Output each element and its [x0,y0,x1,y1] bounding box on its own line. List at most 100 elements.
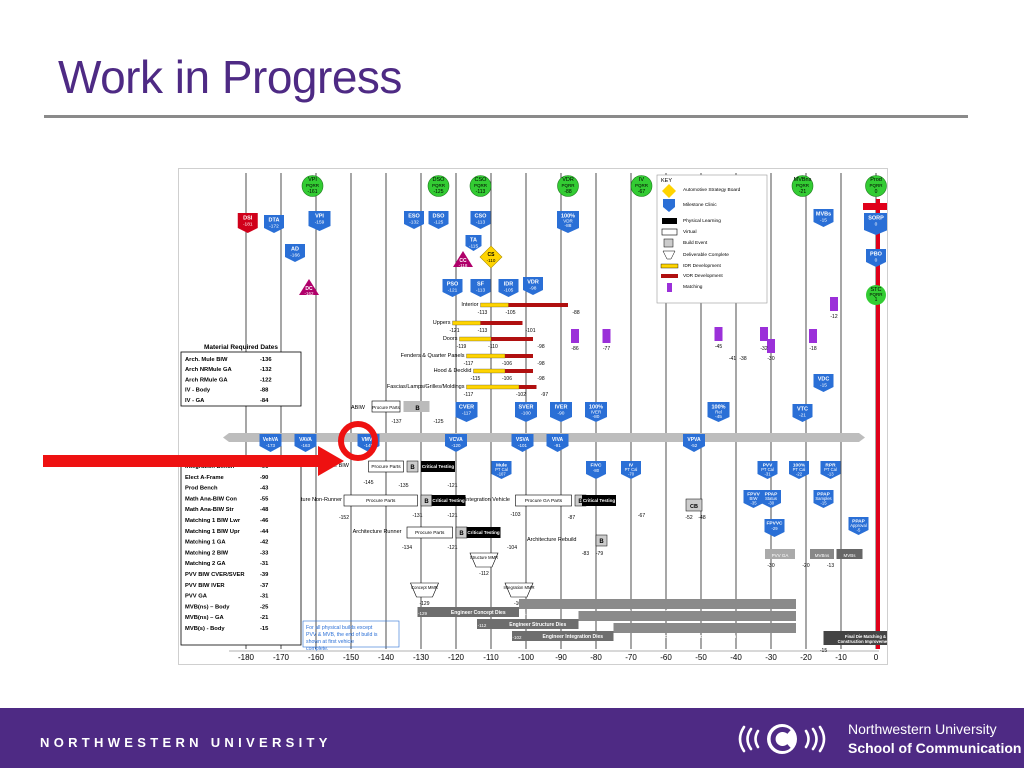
mule-marker [764,519,785,537]
mvbs-box [836,549,863,559]
deliverable-value: -129 [419,601,429,607]
mule-value: -13 [827,472,834,477]
mule-label: FPVVC [767,521,784,527]
mule-sub: PT Cal [824,467,837,472]
deliverable-trapezoid [504,582,534,598]
material-value: -122 [260,377,272,383]
gateway-value: -115 [469,244,479,250]
material-name: Math Ana-BIW Str [185,507,234,513]
pqrr-circle [427,175,450,197]
key-item-label: IDR Development [683,263,722,269]
gateway-value: -113 [476,288,486,294]
gateway-label: SVER [519,405,534,411]
procure-label: Procure Parts [371,464,401,470]
triangle-value: -162 [304,291,314,296]
material-name: Math Ana-BIW Con [185,496,237,502]
pqrr-sub: PQRR [635,183,649,188]
subsystem-label: Fascias/Lamps/Grilles/Moldings [387,384,465,390]
pqrr-circle [791,175,814,197]
vehicle-axis-marker [259,434,282,452]
vehicle-axis-value: -101 [518,443,528,448]
build-event-label: B [459,531,464,537]
material-value: -15 [260,626,269,632]
key-item-label: Deliverable Complete [683,252,729,258]
gateway-label: IVER [555,405,568,411]
material-value: -43 [260,486,269,492]
stc-value: 1 [875,297,878,303]
gateway-marker [585,402,607,422]
material-name: PVV GA [185,594,208,600]
timeline-svg: -180-170-160-150-140-130-120-110-100-90-… [180,173,887,662]
subsystem-value: -98 [537,361,544,367]
gateway-label: IDR [504,282,514,288]
material-name: Matching 1 BIW Lwr [185,518,241,524]
gateway-label: CVER [459,405,474,411]
build-row-label: Architecture Non-Runner [281,497,342,503]
gateway-value: -80 [593,414,600,420]
material-name: IV - GA [185,398,205,404]
gateway-label: 100% [711,405,725,411]
mule-value: -107 [497,472,506,477]
build-value: -152 [339,515,349,521]
matching-value: -18 [809,346,816,352]
pqrr-circle [865,175,887,197]
mule-label: PPAP [817,492,831,498]
gateway-label: VDC [818,377,830,383]
subsystem-label: Doors [443,336,458,342]
vehicle-axis-marker [546,434,569,452]
engineer-dies-label: Engineer Concept Dies [451,610,506,616]
construct-dies-label: Construct & Tryout Integration Dies [661,634,749,640]
title-divider [44,115,968,118]
gateway-marker [470,211,491,229]
material-name: Integration Bench [185,464,235,470]
material-name: PVV BIW IVER [185,583,225,589]
gateway-label: SF [477,282,485,288]
build-event-box [406,460,419,473]
gateway-value: -98 [530,286,537,292]
material-name: Matching 2 GA [185,561,226,567]
axis-tick-label: -160 [308,653,325,662]
pqrr-circle [557,175,579,197]
matching-value: -41 [729,356,736,362]
material-value: -39 [260,572,269,578]
mule-sub: PT Cal [495,467,508,472]
gateway-value: 0 [875,258,878,264]
pqrr-circle [301,175,324,197]
subsystem-value: -102 [516,392,526,398]
mule-value: -5 [857,528,861,533]
critical-testing-label: Critical Testing [583,498,615,503]
gateway-label: TA [470,238,477,244]
gateway-marker [864,213,887,235]
procure-label: Procure Parts [415,530,445,536]
mule-label: FIVC [591,463,602,469]
axis-tick-label: -10 [835,653,847,662]
gateway-label: AD [291,247,299,253]
mule-sub: PT Cal [793,467,806,472]
gateway-marker [470,279,491,297]
triangle-value: -118 [459,263,468,268]
gateway-value: -166 [290,253,300,259]
matching-value: -32 [760,346,767,352]
subsystem-label: Hood & Decklid [434,368,472,374]
pqrr-circle [630,175,653,197]
vehicle-axis-value: -91 [554,443,561,448]
build-value: -131 [412,513,422,519]
procure-label: Procure GA Parts [525,498,563,504]
footer-bar: NORTHWESTERN UNIVERSITY Northwestern Uni… [0,708,1024,768]
mule-value: -35 [750,501,757,506]
subsystem-label: Fenders & Quarter Panels [401,353,465,359]
matching-value: -45 [715,344,722,350]
build-value: -103 [510,512,520,518]
build-value: -87 [568,515,575,521]
critical-testing-label: Critical Testing [432,498,464,503]
build-event-box [595,534,608,547]
subsystem-value: -115 [471,376,481,382]
material-value: -132 [260,367,272,373]
pqrr-sub: PQRR [306,183,320,188]
engineer-dies-bar [417,607,519,617]
idr-bar [473,368,506,374]
pqrr-label: IV [639,177,645,183]
axis-tick-label: -70 [625,653,637,662]
gateway-label: 100% [561,214,575,220]
matching-marker [809,329,817,343]
